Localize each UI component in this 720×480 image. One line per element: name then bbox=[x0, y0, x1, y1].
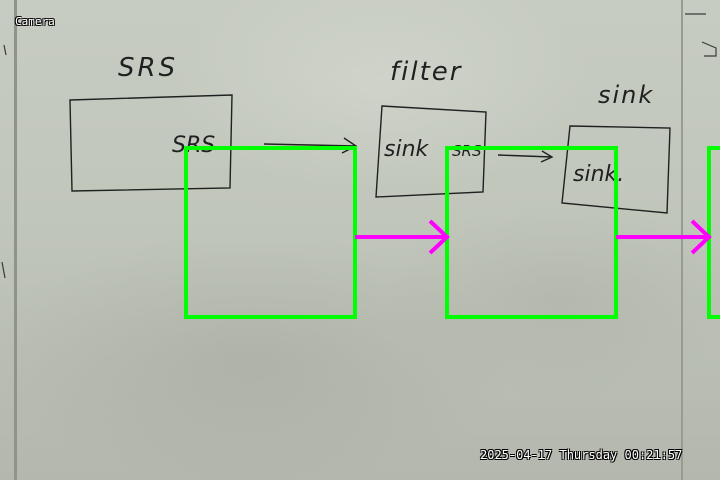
board-mark-left bbox=[1, 44, 7, 279]
heading-filter: filter bbox=[390, 57, 463, 87]
detection-overlay bbox=[184, 146, 720, 319]
camera-timestamp: 2025-04-17 Thursday 00:21:57 bbox=[480, 448, 683, 462]
detection-box-1 bbox=[184, 146, 357, 319]
link-arrow-2 bbox=[616, 219, 712, 255]
filter-box-srs-label: SRS bbox=[452, 142, 482, 160]
detection-box-3 bbox=[707, 146, 720, 319]
detection-box-2 bbox=[445, 146, 618, 319]
sink-box bbox=[561, 125, 671, 214]
arrow-filter-to-sink bbox=[497, 150, 554, 163]
srs-box bbox=[69, 94, 233, 192]
camera-title: Camera bbox=[15, 15, 55, 28]
filter-box bbox=[375, 105, 487, 198]
heading-sink: sink bbox=[598, 81, 654, 109]
whiteboard-drawing bbox=[69, 94, 671, 214]
whiteboard-left-edge bbox=[14, 0, 17, 480]
arrow-srs-to-filter bbox=[263, 137, 358, 154]
filter-box-sink-label: sink bbox=[384, 137, 430, 162]
srs-box-label: SRS bbox=[172, 133, 215, 158]
heading-srs: SRS bbox=[118, 53, 178, 83]
whiteboard-right-edge bbox=[681, 0, 683, 480]
board-mark-right bbox=[685, 13, 717, 57]
link-arrow-1 bbox=[355, 219, 450, 255]
